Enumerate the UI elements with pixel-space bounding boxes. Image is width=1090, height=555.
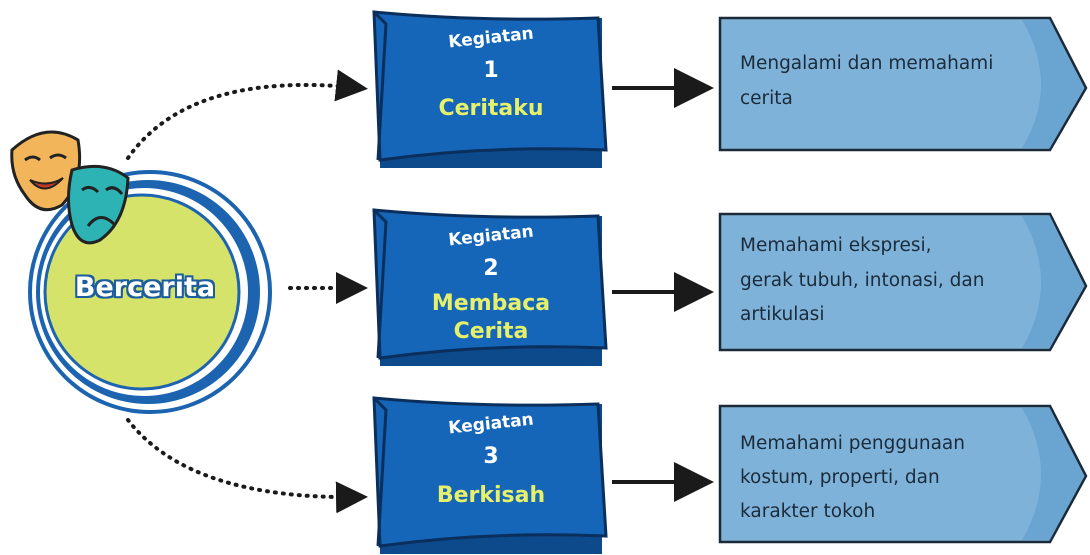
description-1-line-1: Mengalami dan memahami [740,53,994,74]
description-box-1 [718,16,1088,152]
description-2-line-3: artikulasi [740,304,825,325]
activity-banner-1 [372,10,608,168]
activity-title-1: Ceritaku [438,96,544,121]
activity-title-2a: Membaca [431,291,551,316]
description-box-2 [718,212,1088,352]
activity-banner-2 [372,208,608,366]
activity-number-1: 1 [483,58,499,83]
description-2-line-2: gerak tubuh, intonasi, dan [740,270,985,291]
theater-masks-icon [10,130,130,245]
activity-title-3: Berkisah [436,483,546,508]
description-3-line-3: karakter tokoh [740,501,876,522]
description-3-line-2: kostum, properti, dan [740,467,940,488]
activity-title-2b: Cerita [453,319,529,344]
description-1-line-2: cerita [740,88,793,109]
activity-number-3: 3 [483,444,499,469]
activity-banner-3 [372,396,608,554]
dotted-connector-1 [126,69,368,160]
dotted-connector-3 [126,418,368,514]
description-2-line-1: Memahami ekspresi, [740,235,932,256]
description-3-line-1: Memahami penggunaan [740,433,965,454]
description-box-3 [718,404,1088,544]
center-label: Bercerita [74,272,216,303]
activity-number-2: 2 [483,256,499,281]
